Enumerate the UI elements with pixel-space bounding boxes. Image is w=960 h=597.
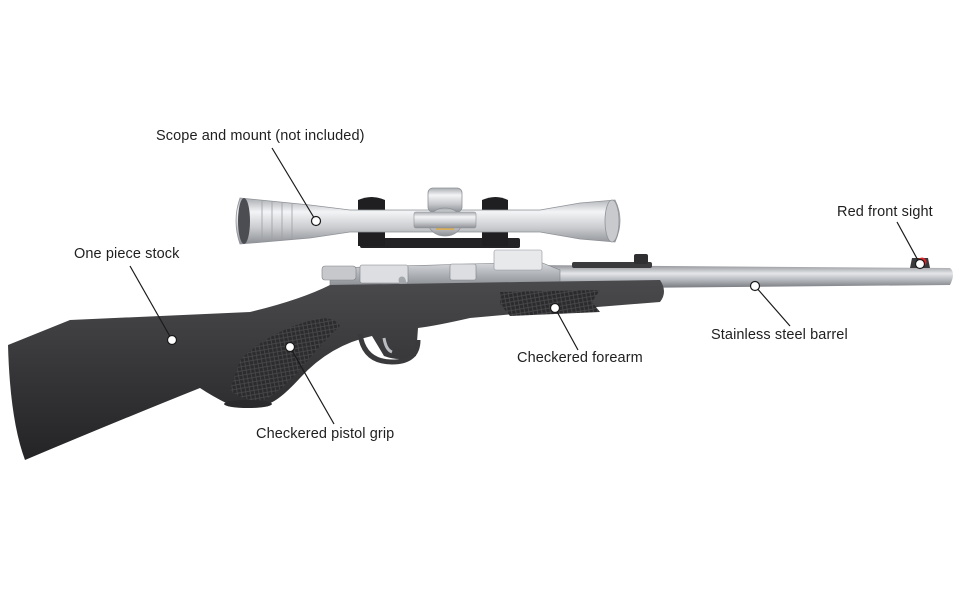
callout-label-forearm: Checkered forearm: [517, 350, 643, 366]
leader-line-sight: [896, 221, 921, 265]
callout-label-stock: One piece stock: [74, 246, 180, 262]
leader-line-stock: [129, 265, 173, 341]
callout-dot-forearm: [549, 302, 561, 314]
scope: [235, 187, 621, 245]
callout-label-scope: Scope and mount (not included): [156, 128, 365, 144]
leader-line-forearm: [554, 307, 579, 351]
callout-label-pistol-grip: Checkered pistol grip: [256, 426, 395, 442]
receiver: [321, 249, 561, 332]
stock: [8, 280, 664, 460]
callout-dot-stock: [166, 334, 178, 346]
callout-dot-sight: [914, 258, 926, 270]
callout-dot-barrel: [749, 280, 761, 292]
callout-dot-scope: [310, 215, 322, 227]
callout-label-barrel: Stainless steel barrel: [711, 327, 848, 343]
leader-line-scope: [271, 147, 317, 222]
leader-line-barrel: [754, 285, 791, 327]
callout-dot-grip: [284, 341, 296, 353]
callout-label-front-sight: Red front sight: [837, 204, 933, 220]
leader-line-grip: [289, 346, 335, 425]
callout-leaders: [129, 147, 926, 425]
front-sight: [634, 254, 930, 268]
